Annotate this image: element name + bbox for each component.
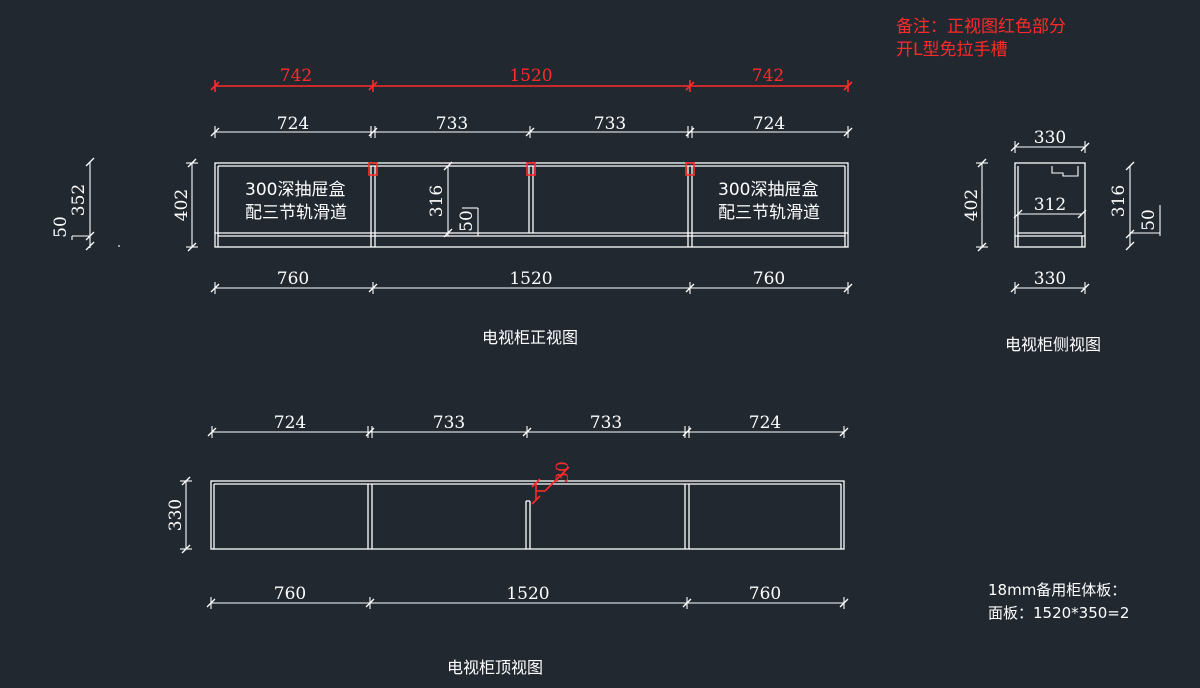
front-view: 742 1520 742 724 733 733 724: [51, 66, 853, 347]
front-view-title: 电视柜正视图: [482, 328, 578, 347]
top-dim-724-b: 724: [749, 413, 781, 433]
side-dim-402: 402: [962, 189, 982, 221]
side-dim-316: 316: [1109, 185, 1129, 217]
side-dim-50: 50: [1139, 209, 1159, 231]
inner-height-dims: 316 50: [427, 161, 479, 238]
note-line-1: 备注：正视图红色部分: [896, 17, 1066, 37]
dim-760-right: 760: [753, 269, 785, 289]
top-dim-760-left: 760: [274, 584, 306, 604]
spare-panel-line-2: 面板：1520*350=2: [988, 604, 1129, 622]
dim-733-b: 733: [594, 114, 626, 134]
red-groove-right: [685, 162, 695, 176]
red-dim-742-right: 742: [752, 66, 784, 86]
side-view: 330 312 402 316 50 330 电视柜侧视图: [962, 128, 1161, 354]
side-dim-330-top: 330: [1034, 128, 1066, 148]
dim-733-a: 733: [436, 114, 468, 134]
top-view: 724 733 733 724 30: [166, 413, 849, 677]
drawer-right-line2: 配三节轨滑道: [718, 203, 820, 223]
dim-724-a: 724: [277, 114, 309, 134]
red-groove-left: [368, 162, 378, 176]
spare-panel-note: 18mm备用柜体板： 面板：1520*350=2: [988, 581, 1129, 622]
top-dim-760-right: 760: [749, 584, 781, 604]
red-dimension-line: 742 1520 742: [210, 66, 853, 92]
top-dim-724-a: 724: [274, 413, 306, 433]
dim-1520-bottom: 1520: [509, 269, 552, 289]
side-groove: [1051, 166, 1079, 177]
left-352-50-dims: 352 50: [51, 157, 120, 251]
dim-50-inner: 50: [457, 210, 477, 232]
top-dim-733-b: 733: [590, 413, 622, 433]
top-view-title: 电视柜顶视图: [447, 658, 543, 677]
height-402-dim: 402: [172, 158, 198, 252]
top-dimension-line: 724 733 733 724: [210, 114, 853, 138]
top-dim-733-a: 733: [433, 413, 465, 433]
dim-316-inner: 316: [427, 185, 447, 217]
spare-panel-line-1: 18mm备用柜体板：: [988, 581, 1126, 599]
dim-402-front: 402: [172, 189, 192, 221]
dim-352-left: 352: [69, 184, 89, 216]
side-dim-312: 312: [1034, 195, 1066, 215]
bottom-dimension-line: 760 1520 760: [210, 269, 853, 294]
drawer-right-line1: 300深抽屉盒: [718, 180, 818, 200]
side-dim-330-bottom: 330: [1034, 269, 1066, 289]
note: 备注：正视图红色部分 开L型免拉手槽: [896, 17, 1066, 60]
side-view-title: 电视柜侧视图: [1005, 335, 1101, 354]
drawer-left-line1: 300深抽屉盒: [245, 180, 345, 200]
dim-724-b: 724: [753, 114, 785, 134]
red-dim-1520: 1520: [509, 66, 552, 86]
dim-760-left: 760: [277, 269, 309, 289]
top-cabinet: [210, 480, 845, 550]
red-30-dim: 30: [531, 461, 573, 505]
top-dim-1520: 1520: [506, 584, 549, 604]
dim-50-left: 50: [51, 216, 71, 238]
note-line-2: 开L型免拉手槽: [896, 40, 1007, 60]
side-cabinet: [1014, 162, 1086, 248]
red-groove-middle: [526, 162, 536, 176]
front-cabinet: 300深抽屉盒 配三节轨滑道 300深抽屉盒 配三节轨滑道: [214, 162, 849, 248]
top-dim-330-depth: 330: [166, 499, 186, 531]
drawer-left-line2: 配三节轨滑道: [245, 203, 347, 223]
red-dim-742-left: 742: [280, 66, 312, 86]
red-dim-30: 30: [553, 461, 573, 483]
